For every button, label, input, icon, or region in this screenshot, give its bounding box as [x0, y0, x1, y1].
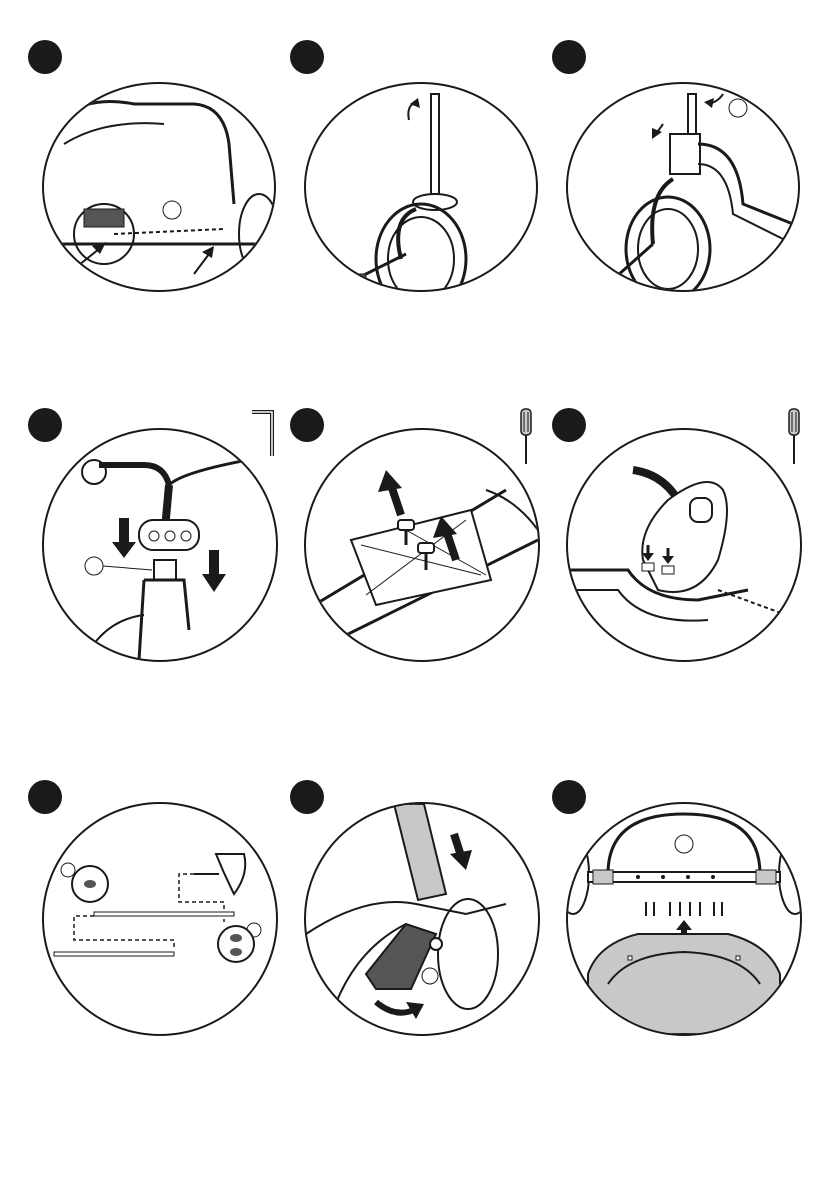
- step-8-illustration: [304, 802, 540, 1036]
- screwdriver-icon: [518, 408, 534, 466]
- step-badge-icon: [28, 40, 62, 74]
- step-5: [290, 408, 550, 708]
- step-8: [290, 780, 550, 1080]
- step-badge-icon: [290, 408, 324, 442]
- step-9-illustration: [566, 802, 802, 1036]
- step-7: [28, 780, 288, 1080]
- allen-key-icon: [250, 408, 276, 458]
- step-3: [552, 40, 812, 340]
- step-badge-icon: [28, 780, 62, 814]
- step-4-illustration: [42, 428, 278, 662]
- step-2: [290, 40, 550, 340]
- step-badge-icon: [290, 40, 324, 74]
- step-badge-icon: [290, 780, 324, 814]
- step-3-illustration: [566, 82, 800, 292]
- step-2-illustration: [304, 82, 538, 292]
- step-7-illustration: [42, 802, 278, 1036]
- step-4: [28, 408, 288, 708]
- screwdriver-icon: [786, 408, 802, 466]
- step-badge-icon: [28, 408, 62, 442]
- step-6-illustration: [566, 428, 802, 662]
- step-9: [552, 780, 812, 1080]
- step-badge-icon: [552, 408, 586, 442]
- step-1-illustration: [42, 82, 276, 292]
- step-badge-icon: [552, 780, 586, 814]
- step-5-illustration: [304, 428, 540, 662]
- step-6: [552, 408, 812, 708]
- step-1: [28, 40, 288, 340]
- step-badge-icon: [552, 40, 586, 74]
